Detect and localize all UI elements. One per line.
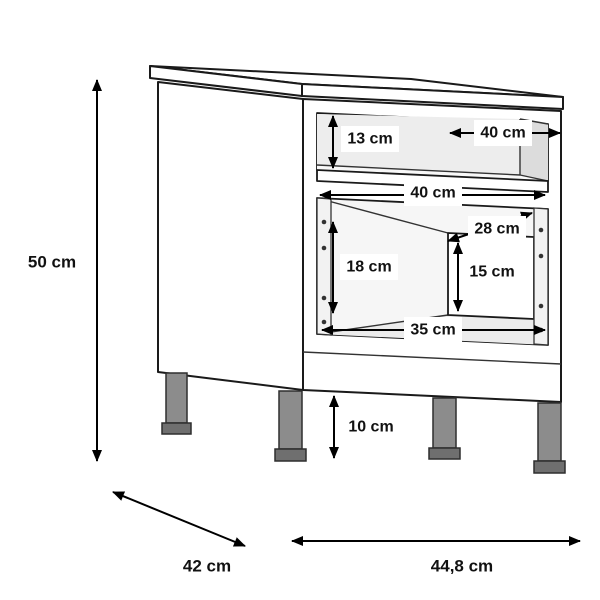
left-side-panel <box>157 81 304 391</box>
dim-niche-width: 40 cm <box>410 185 455 202</box>
drawer-depth-label-box <box>468 216 526 242</box>
dimension-niche-width: 40 cm <box>319 180 546 206</box>
drawer-inner-width-label-box <box>404 317 462 343</box>
dim-overall-depth: 42 cm <box>183 557 231 576</box>
leg-back-right <box>428 397 461 460</box>
dimension-niche-height: 13 cm <box>328 115 399 169</box>
dimension-leg-height: 10 cm <box>329 395 400 459</box>
drawer-inner-height-label-box <box>463 259 521 285</box>
leg-back-left <box>161 372 192 435</box>
dim-overall-width: 44,8 cm <box>431 557 493 576</box>
dim-niche-height: 13 cm <box>347 131 392 148</box>
drawer-slide-right <box>533 207 549 346</box>
drawer-slide-left <box>316 197 332 336</box>
leg-height-label-box <box>342 414 400 440</box>
dimension-niche-depth: 40 cm <box>449 120 561 146</box>
dimension-overall-width: 44,8 cm <box>291 536 581 576</box>
niche-height-label-box <box>341 126 399 152</box>
dim-drawer-depth: 28 cm <box>474 221 519 238</box>
drawer-slide-screws <box>321 219 544 333</box>
dim-overall-height: 50 cm <box>28 253 76 272</box>
bottom-panel-line <box>302 351 562 365</box>
dimension-drawer-inner-width: 35 cm <box>321 317 546 343</box>
dimension-drawer-depth: 28 cm <box>447 211 533 243</box>
niche-depth-label-box <box>474 120 532 146</box>
dimension-drawer-front-height: 18 cm <box>328 221 398 314</box>
leg-front-left <box>274 390 307 462</box>
dim-drawer-inner-height: 15 cm <box>469 264 514 281</box>
dimension-overall-depth: 42 cm <box>112 491 246 576</box>
dim-leg-height: 10 cm <box>348 419 393 436</box>
dimension-drawer-inner-height: 15 cm <box>453 242 521 312</box>
leg-front-right <box>533 402 566 474</box>
overall-depth-arrow <box>112 491 246 547</box>
dim-drawer-inner-width: 35 cm <box>410 322 455 339</box>
niche-width-label-box <box>404 180 462 206</box>
drawer-front-height-label-box <box>340 254 398 280</box>
dim-niche-depth: 40 cm <box>480 125 525 142</box>
dim-drawer-front-height: 18 cm <box>346 259 391 276</box>
top-slab <box>149 65 564 110</box>
top-left-edge <box>149 65 303 97</box>
dimension-overall-height: 50 cm <box>28 79 102 462</box>
legs <box>161 372 566 474</box>
niche-floor <box>317 165 548 181</box>
